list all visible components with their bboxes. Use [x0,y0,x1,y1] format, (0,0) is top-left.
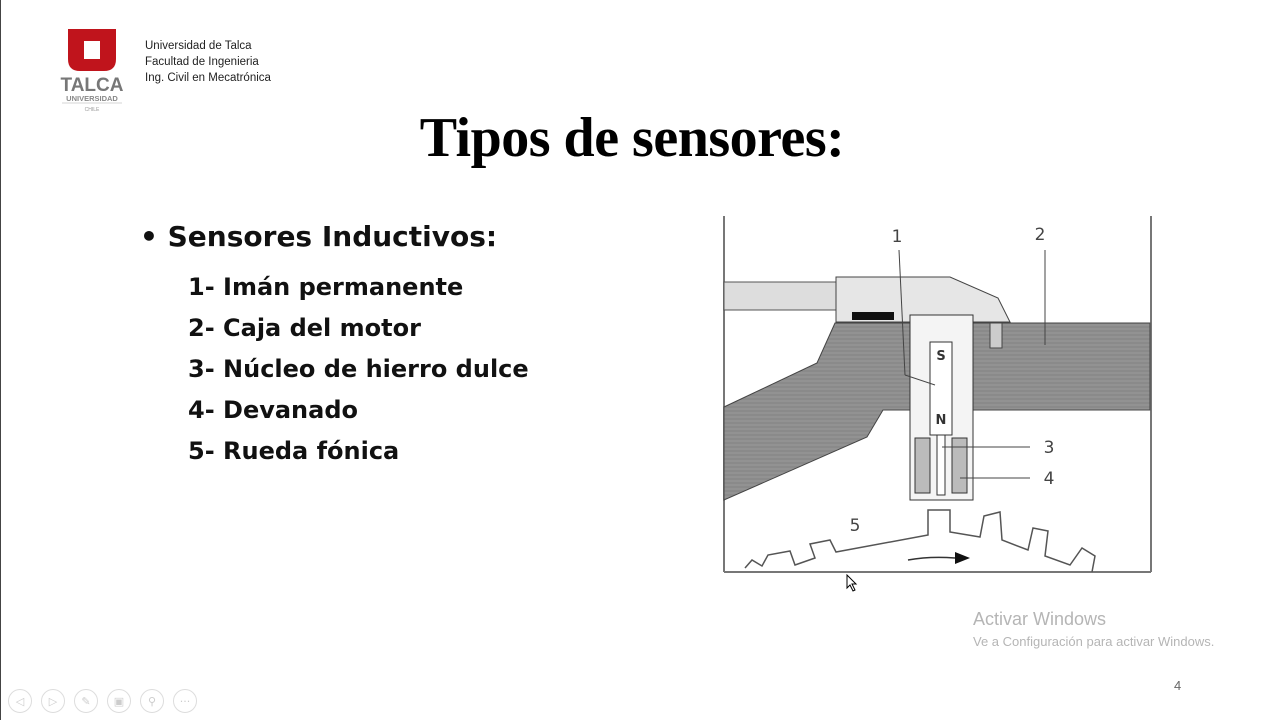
university-logo: TALCA UNIVERSIDAD CHILE [61,29,124,113]
list-item: 5- Rueda fónica [188,437,400,465]
slide-title: Tipos de sensores: [419,107,845,169]
previous-slide-button[interactable]: ◁ [8,689,32,713]
university-name: Universidad de Talca [145,40,252,52]
svg-text:TALCA: TALCA [61,75,124,96]
label-4: 4 [1044,469,1055,489]
north-pole-label: N [936,413,947,428]
faculty-name: Facultad de Ingenieria [145,56,259,68]
see-all-slides-button[interactable]: ▣ [107,689,131,713]
more-options-button[interactable]: ··· [173,689,197,713]
program-name: Ing. Civil en Mecatrónica [145,72,271,84]
list-item: 4- Devanado [188,396,359,424]
slides-grid-icon: ▣ [113,694,125,708]
sensor-head [835,276,1011,323]
next-slide-button[interactable]: ▷ [41,689,65,713]
list-item: 2- Caja del motor [188,314,421,342]
tone-wheel [744,509,1096,573]
window-edge [0,0,1,720]
zoom-icon: ⚲ [147,694,157,708]
label-5: 5 [850,516,861,536]
activation-watermark-title: Activar Windows [973,609,1107,629]
pen-tool-button[interactable]: ✎ [74,689,98,713]
more-icon: ··· [179,694,191,708]
iron-core [936,434,946,496]
coil-left [914,437,931,494]
svg-text:UNIVERSIDAD: UNIVERSIDAD [66,94,118,103]
label-1: 1 [892,227,903,247]
next-icon: ▷ [48,694,58,708]
motor-housing [723,322,1151,501]
list-item: 1- Imán permanente [188,273,464,301]
activation-watermark-subtitle: Ve a Configuración para activar Windows. [973,634,1215,649]
zoom-button[interactable]: ⚲ [140,689,164,713]
mouse-cursor-icon [846,574,858,592]
page-number: 4 [1174,678,1182,693]
bullet-heading: • Sensores Inductivos: [140,220,498,253]
inductive-sensor-diagram: S N 1 2 3 4 5 [723,216,1152,573]
south-pole-label: S [936,349,945,364]
institution-info: Universidad de Talca Facultad de Ingenie… [145,38,271,86]
label-2: 2 [1035,225,1046,245]
coil-right [951,437,968,494]
pen-icon: ✎ [81,694,91,708]
previous-icon: ◁ [15,694,25,708]
presentation-controls: ◁ ▷ ✎ ▣ ⚲ ··· [8,689,197,713]
list-item: 3- Núcleo de hierro dulce [188,355,529,383]
svg-text:CHILE: CHILE [85,107,100,113]
component-list: 1- Imán permanente 2- Caja del motor 3- … [188,267,529,472]
cable [723,281,841,311]
label-3: 3 [1044,438,1055,458]
